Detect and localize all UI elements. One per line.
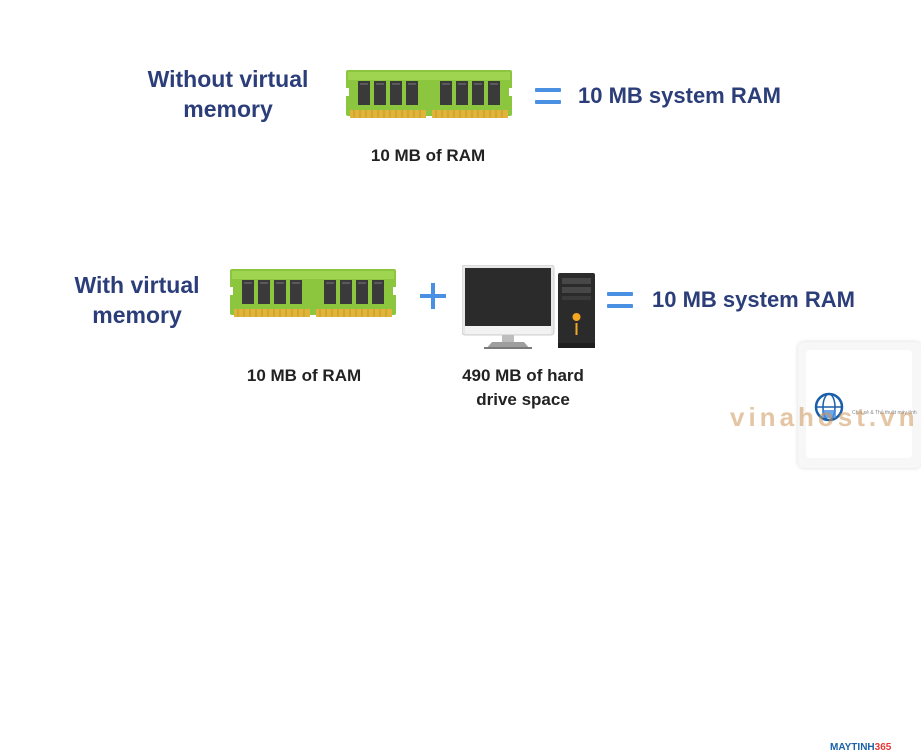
monitor-icon	[462, 265, 555, 349]
watermark-card: MAYTINH365	[798, 342, 921, 753]
watermark-overlay-text: vinahost.vn	[730, 402, 919, 432]
computer-tower-icon	[558, 273, 595, 348]
row1-ram-caption: 10 MB of RAM	[370, 146, 486, 165]
row2-disk-caption: 490 MB of hard drive space	[462, 366, 584, 409]
row2-result: 10 MB system RAM	[652, 287, 855, 312]
ram-module-icon	[346, 70, 512, 118]
row1-label: Without virtual memory	[147, 66, 309, 122]
row2-equals-sign	[607, 290, 633, 312]
row2-label: With virtual memory	[74, 272, 200, 328]
ram-module-icon	[230, 269, 396, 317]
globe-logo-icon	[814, 392, 844, 422]
row2-ram-caption: 10 MB of RAM	[246, 366, 362, 385]
row2-plus-sign	[420, 283, 446, 309]
watermark-tagline: Chia sẻ & Thủ thuật máy tính	[852, 410, 917, 416]
row1-equals-sign	[535, 86, 561, 108]
watermark-brand: MAYTINH365	[830, 742, 892, 753]
row1-result: 10 MB system RAM	[578, 83, 781, 108]
